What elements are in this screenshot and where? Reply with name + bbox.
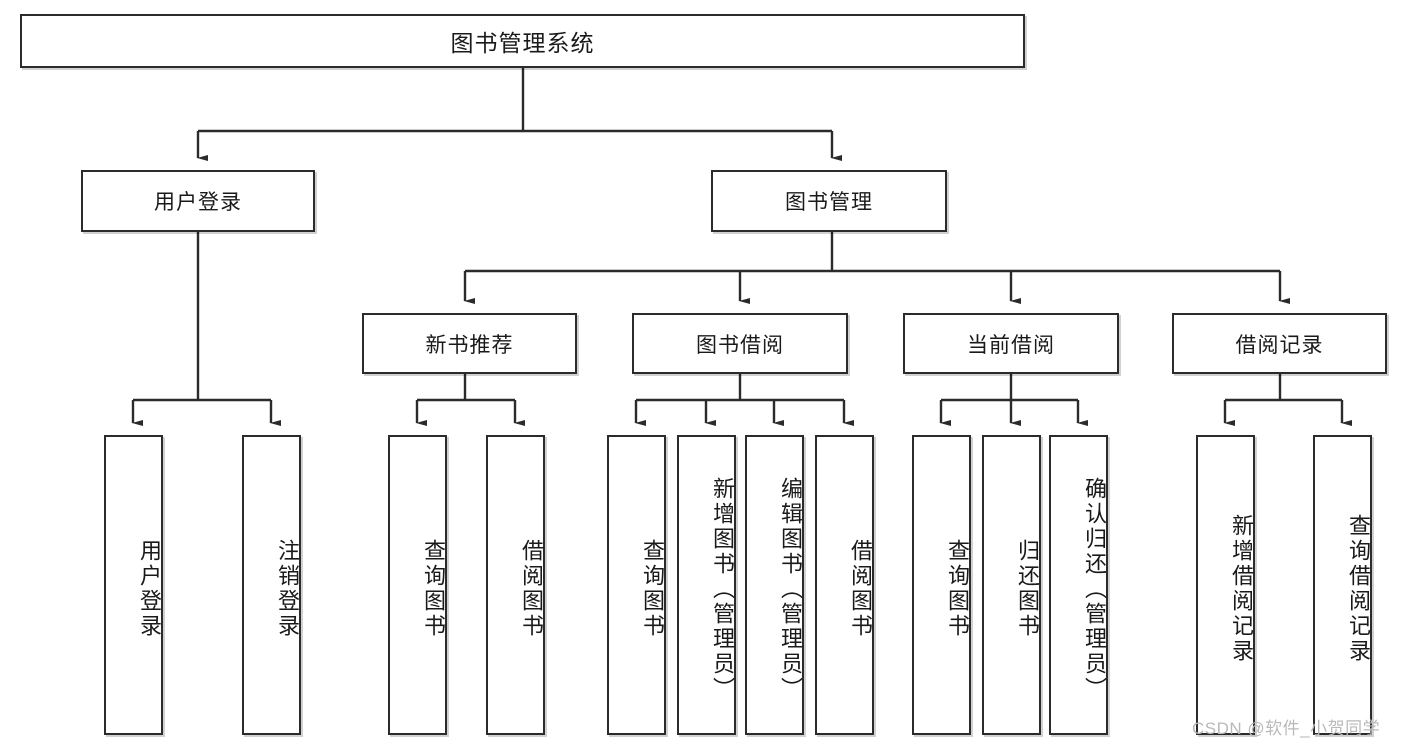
node-leaf-add-book-label: 新增图书（管理员） [710, 476, 735, 702]
node-leaf-borrow-book-2[interactable]: 借阅图书 [815, 435, 874, 735]
node-leaf-return-book[interactable]: 归还图书 [982, 435, 1041, 735]
node-leaf-add-record-label: 新增借阅记录 [1229, 514, 1254, 664]
node-leaf-logout[interactable]: 注销登录 [242, 435, 301, 735]
node-borrow-record-label: 借阅记录 [1235, 333, 1324, 357]
node-leaf-edit-book[interactable]: 编辑图书（管理员） [745, 435, 804, 735]
node-book-manage-label: 图书管理 [785, 191, 873, 214]
node-book-borrow[interactable]: 图书借阅 [632, 313, 848, 374]
node-leaf-query-book-1[interactable]: 查询图书 [388, 435, 447, 735]
node-book-manage[interactable]: 图书管理 [711, 170, 947, 232]
node-user-login[interactable]: 用户登录 [81, 170, 315, 232]
node-leaf-borrow-book-1[interactable]: 借阅图书 [486, 435, 545, 735]
node-leaf-add-book[interactable]: 新增图书（管理员） [677, 435, 736, 735]
node-user-login-label: 用户登录 [154, 191, 242, 214]
node-leaf-confirm-return-label: 确认归还（管理员） [1082, 476, 1107, 702]
node-leaf-query-record-label: 查询借阅记录 [1346, 514, 1371, 664]
node-leaf-return-book-label: 归还图书 [1015, 539, 1040, 639]
node-leaf-confirm-return[interactable]: 确认归还（管理员） [1049, 435, 1108, 735]
node-leaf-query-book-1-label: 查询图书 [421, 539, 446, 639]
node-new-book-recommend[interactable]: 新书推荐 [362, 313, 577, 374]
node-borrow-record[interactable]: 借阅记录 [1172, 313, 1387, 374]
node-leaf-query-book-3[interactable]: 查询图书 [912, 435, 971, 735]
node-leaf-user-login-label: 用户登录 [137, 539, 162, 639]
node-root[interactable]: 图书管理系统 [20, 14, 1025, 68]
node-leaf-add-record[interactable]: 新增借阅记录 [1196, 435, 1255, 735]
node-leaf-logout-label: 注销登录 [275, 539, 300, 639]
node-book-borrow-label: 图书借阅 [696, 333, 784, 357]
node-new-book-recommend-label: 新书推荐 [425, 333, 514, 357]
watermark: CSDN @软件_小贺同学 [1192, 719, 1381, 738]
node-leaf-borrow-book-2-label: 借阅图书 [848, 539, 873, 639]
node-leaf-query-book-3-label: 查询图书 [945, 539, 970, 639]
node-current-borrow[interactable]: 当前借阅 [903, 313, 1119, 374]
node-leaf-query-record[interactable]: 查询借阅记录 [1313, 435, 1372, 735]
node-current-borrow-label: 当前借阅 [967, 333, 1055, 357]
node-root-label: 图书管理系统 [450, 30, 595, 56]
node-leaf-query-book-2[interactable]: 查询图书 [607, 435, 666, 735]
node-leaf-borrow-book-1-label: 借阅图书 [519, 539, 544, 639]
node-leaf-edit-book-label: 编辑图书（管理员） [778, 476, 803, 702]
node-leaf-query-book-2-label: 查询图书 [640, 539, 665, 639]
node-leaf-user-login[interactable]: 用户登录 [104, 435, 163, 735]
